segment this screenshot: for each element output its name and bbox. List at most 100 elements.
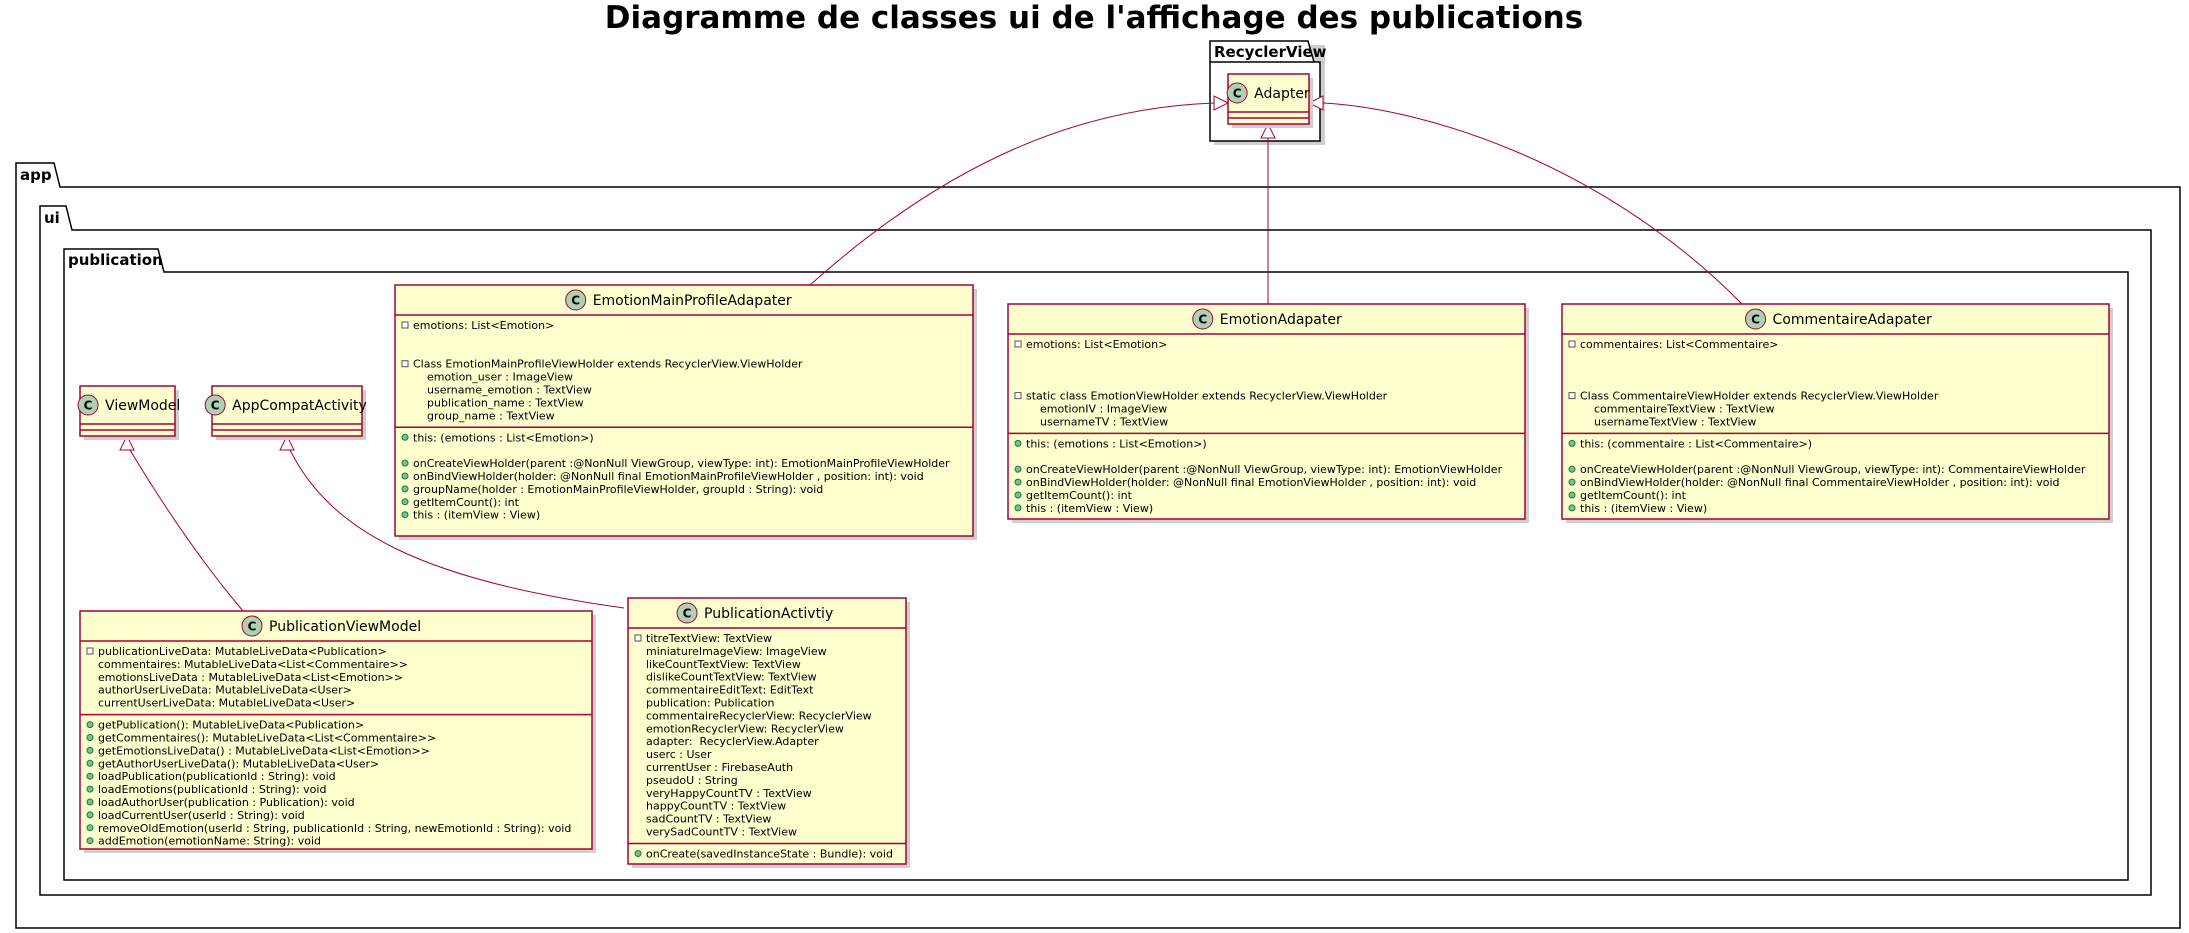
class-field: emotionIV : ImageView [1026, 403, 1167, 416]
class-field: commentaires: MutableLiveData<List<Comme… [98, 658, 408, 671]
class-method: onBindViewHolder(holder: @NonNull final … [1580, 476, 2060, 489]
class-stereotype-icon [204, 394, 226, 416]
class-method: onBindViewHolder(holder: @NonNull final … [1026, 476, 1476, 489]
class-method: getItemCount(): int [1580, 489, 1687, 502]
class-method: getPublication(): MutableLiveData<Public… [98, 719, 364, 732]
class-stereotype-letter-icon: C [211, 399, 220, 413]
class-stereotype-icon [565, 289, 587, 311]
class-method: this : (itemView : View) [1026, 502, 1153, 515]
public-visibility-icon [86, 798, 94, 806]
class-name: Adapter [1254, 86, 1310, 102]
public-visibility-icon [401, 459, 409, 467]
class-method: onCreateViewHolder(parent :@NonNull View… [413, 457, 950, 470]
class-field: veryHappyCountTV : TextView [646, 787, 812, 800]
class-viewmodel[interactable]: C ViewModel [77, 385, 180, 440]
public-visibility-icon [1014, 491, 1022, 499]
class-field: pseudoU : String [646, 774, 738, 787]
class-field: commentaireEditText: EditText [646, 684, 814, 697]
class-field: static class EmotionViewHolder extends R… [1026, 390, 1388, 403]
class-field: happyCountTV : TextView [646, 800, 786, 813]
public-visibility-icon [86, 759, 94, 767]
class-field: verySadCountTV : TextView [646, 826, 797, 839]
class-stereotype-letter-icon: C [1751, 313, 1760, 327]
class-method: getAuthorUserLiveData(): MutableLiveData… [98, 757, 379, 770]
class-method: onCreateViewHolder(parent :@NonNull View… [1580, 463, 2086, 476]
class-method: this: (emotions : List<Emotion>) [1026, 437, 1207, 450]
class-field: publication_name : TextView [413, 396, 584, 409]
class-method: this: (commentaire : List<Commentaire>) [1580, 437, 1812, 450]
public-visibility-icon [1568, 478, 1576, 486]
public-visibility-icon [86, 785, 94, 793]
class-field: group_name : TextView [413, 409, 555, 422]
class-stereotype-icon [77, 394, 99, 416]
class-stereotype-icon [1192, 308, 1214, 330]
public-visibility-icon [86, 721, 94, 729]
class-method: loadPublication(publicationId : String):… [98, 770, 336, 783]
public-visibility-icon [1568, 491, 1576, 499]
private-visibility-icon [1014, 392, 1022, 400]
class-method: onCreate(savedInstanceState : Bundle): v… [646, 848, 893, 861]
class-name: PublicationViewModel [269, 619, 421, 635]
class-name: PublicationActivtiy [704, 606, 833, 622]
class-method: getItemCount(): int [413, 496, 520, 509]
class-stereotype-letter-icon: C [1198, 313, 1207, 327]
class-field: authorUserLiveData: MutableLiveData<User… [98, 684, 352, 697]
class-box [79, 610, 593, 850]
class-box [627, 597, 907, 865]
class-method: this : (itemView : View) [1580, 502, 1707, 515]
public-visibility-icon [1014, 504, 1022, 512]
public-visibility-icon [86, 734, 94, 741]
inheritance-edge [1322, 102, 1743, 305]
class-stereotype-icon [676, 602, 698, 624]
public-visibility-icon [401, 433, 409, 441]
inheritance-arrowhead [119, 434, 135, 451]
private-visibility-icon [1568, 340, 1576, 348]
class-appcompat[interactable]: C AppCompatActivity [204, 385, 367, 440]
class-method: groupName(holder : EmotionMainProfileVie… [413, 483, 823, 496]
class-adapter[interactable]: C Adapter [1226, 73, 1313, 128]
class-stereotype-letter-icon: C [1233, 87, 1242, 101]
inheritance-arrowhead [1307, 95, 1324, 111]
class-field: usernameTV : TextView [1026, 415, 1168, 428]
class-method: removeOldEmotion(userId : String, public… [98, 822, 571, 835]
class-field: commentaireRecyclerView: RecyclerView [646, 709, 872, 722]
class-field: emotions: List<Emotion> [1026, 338, 1167, 351]
class-method: getCommentaires(): MutableLiveData<List<… [98, 732, 436, 745]
public-visibility-icon [1014, 465, 1022, 473]
class-field: emotion_user : ImageView [413, 371, 573, 384]
inheritance-arrowhead [1213, 95, 1230, 111]
public-visibility-icon [401, 472, 409, 480]
class-method: loadAuthorUser(publication : Publication… [98, 796, 355, 809]
inheritance-edge [129, 449, 244, 612]
class-method: getItemCount(): int [1026, 489, 1133, 502]
class-name: ViewModel [105, 398, 180, 414]
private-visibility-icon [86, 647, 94, 655]
class-field: usernameTextView : TextView [1580, 415, 1756, 428]
public-visibility-icon [86, 811, 94, 819]
class-stereotype-letter-icon: C [571, 294, 580, 308]
class-name: CommentaireAdapater [1773, 312, 1932, 328]
class-name: EmotionMainProfileAdapater [593, 293, 792, 309]
inheritance-arrowhead [1260, 122, 1276, 139]
class-field: currentUserLiveData: MutableLiveData<Use… [98, 697, 355, 710]
relations [119, 95, 1743, 612]
public-visibility-icon [1568, 504, 1576, 512]
class-field: userc : User [646, 748, 712, 761]
inheritance-arrowhead [279, 434, 295, 451]
class-box [1007, 303, 1526, 520]
public-visibility-icon [401, 498, 409, 506]
class-box [211, 385, 363, 437]
class-field: publication: Publication [646, 697, 775, 710]
class-field: likeCountTextView: TextView [646, 658, 801, 671]
public-visibility-icon [86, 772, 94, 780]
class-stereotype-letter-icon: C [84, 399, 93, 413]
public-visibility-icon [401, 485, 409, 493]
class-name: AppCompatActivity [232, 398, 367, 414]
